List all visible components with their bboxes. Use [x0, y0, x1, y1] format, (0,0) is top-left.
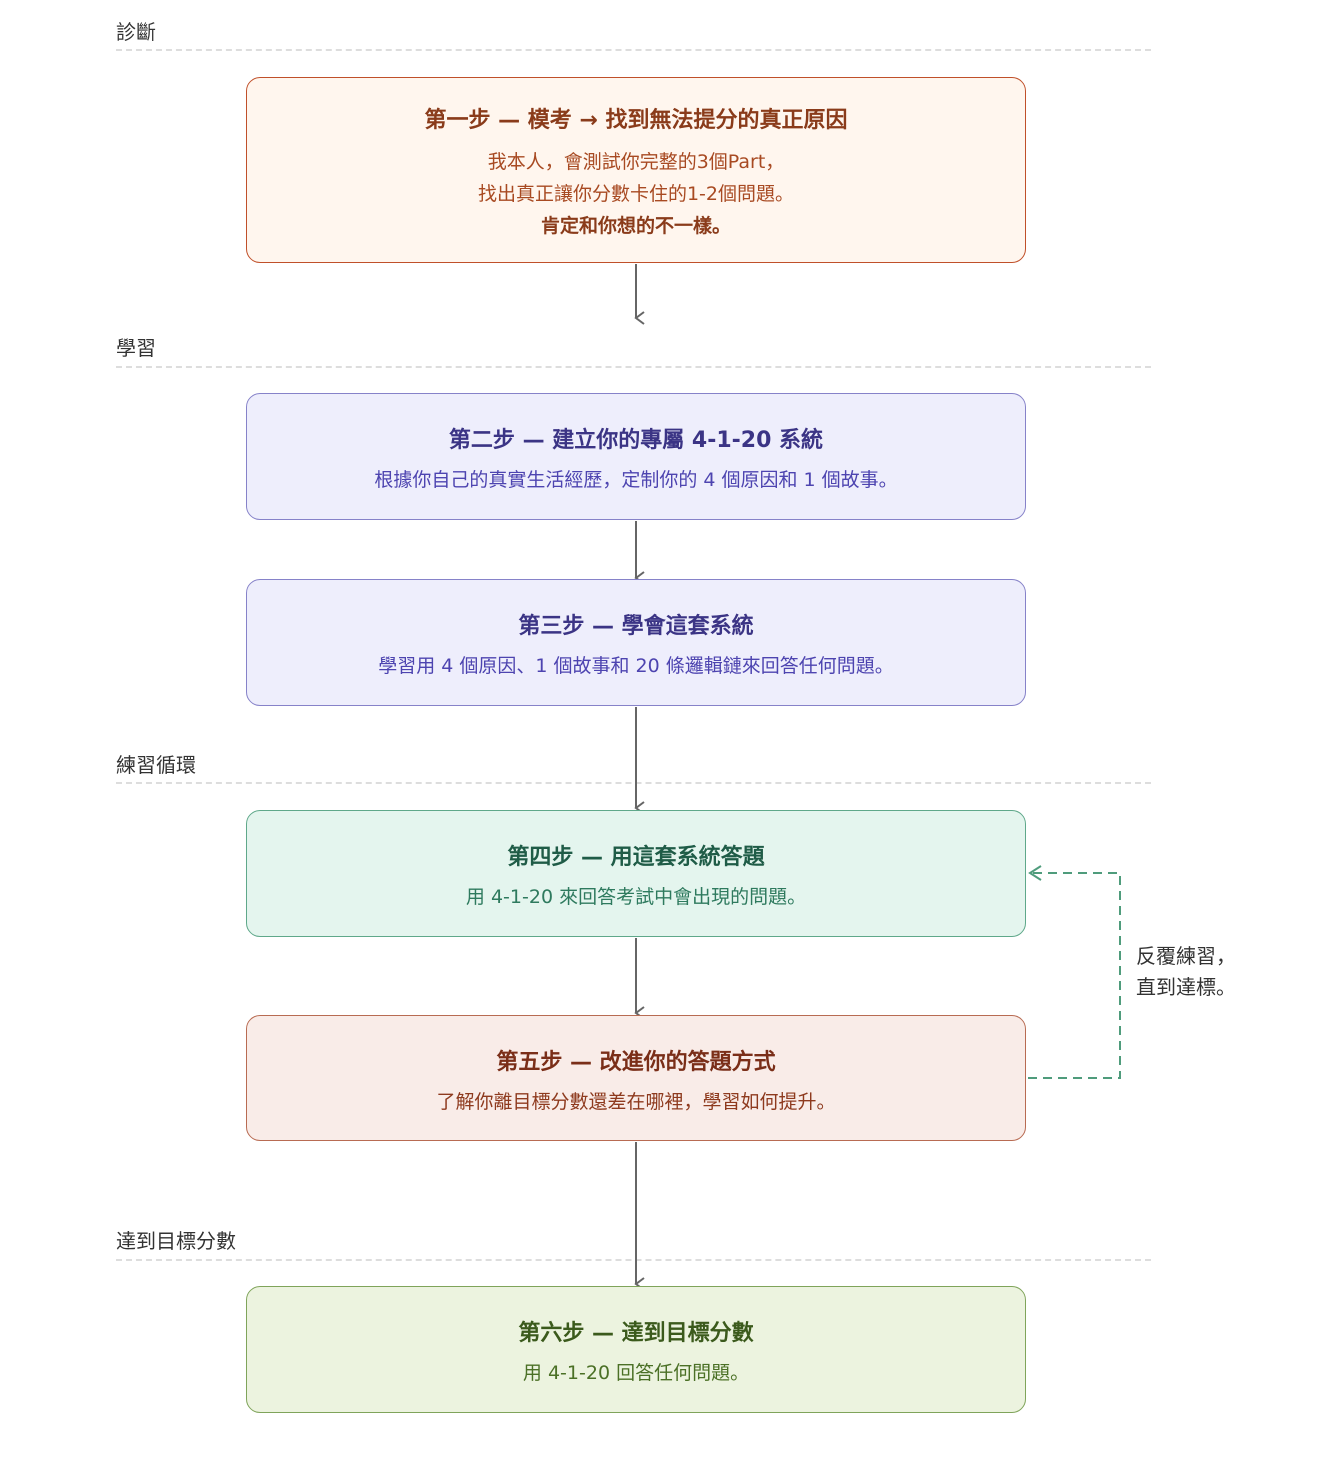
loop-arrowhead — [1028, 865, 1042, 881]
step-6-box: 第六步 — 達到目標分數 用 4-1-20 回答任何問題。 — [246, 1286, 1026, 1413]
section-divider — [116, 49, 1151, 51]
step-6-title: 第六步 — 達到目標分數 — [518, 1321, 754, 1346]
section-label-diagnosis: 診斷 — [116, 20, 156, 44]
step-6-body: 用 4-1-20 回答任何問題。 — [522, 1362, 750, 1384]
step-2-box: 第二步 — 建立你的專屬 4-1-20 系統 根據你自己的真實生活經歷，定制你的… — [246, 393, 1026, 520]
loop-label-line: 直到達標。 — [1136, 975, 1236, 999]
step-2-body: 根據你自己的真實生活經歷，定制你的 4 個原因和 1 個故事。 — [374, 469, 898, 491]
step-1-title: 第一步 — 模考 → 找到無法提分的真正原因 — [424, 108, 848, 133]
step-5-box: 第五步 — 改進你的答題方式 了解你離目標分數還差在哪裡，學習如何提升。 — [246, 1015, 1026, 1141]
step-3-box: 第三步 — 學會這套系統 學習用 4 個原因、1 個故事和 20 條邏輯鏈來回答… — [246, 579, 1026, 706]
section-divider — [116, 782, 1151, 784]
step-4-box: 第四步 — 用這套系統答題 用 4-1-20 來回答考試中會出現的問題。 — [246, 810, 1026, 937]
loop-back-arrow — [1028, 872, 1121, 1079]
step-1-body-line: 找出真正讓你分數卡住的1-2個問題。 — [477, 183, 795, 205]
step-2-title: 第二步 — 建立你的專屬 4-1-20 系統 — [448, 428, 824, 453]
step-4-title: 第四步 — 用這套系統答題 — [507, 845, 765, 870]
loop-label: 反覆練習， 直到達標。 — [1136, 941, 1236, 1003]
section-divider — [116, 1259, 1151, 1261]
section-label-learning: 學習 — [116, 336, 156, 360]
section-label-target-score: 達到目標分數 — [116, 1229, 236, 1253]
step-3-body: 學習用 4 個原因、1 個故事和 20 條邏輯鏈來回答任何問題。 — [378, 655, 894, 677]
step-1-box: 第一步 — 模考 → 找到無法提分的真正原因 我本人，會測試你完整的3個Part… — [246, 77, 1026, 263]
section-label-practice-loop: 練習循環 — [116, 753, 196, 777]
step-3-title: 第三步 — 學會這套系統 — [518, 614, 754, 639]
step-1-body-line: 我本人，會測試你完整的3個Part， — [487, 151, 785, 173]
loop-label-line: 反覆練習， — [1136, 944, 1236, 968]
step-5-title: 第五步 — 改進你的答題方式 — [496, 1050, 776, 1075]
step-4-body: 用 4-1-20 來回答考試中會出現的問題。 — [465, 886, 807, 908]
step-5-body: 了解你離目標分數還差在哪裡，學習如何提升。 — [436, 1091, 836, 1113]
section-divider — [116, 366, 1151, 368]
step-1-emphasis: 肯定和你想的不一樣。 — [540, 215, 731, 237]
